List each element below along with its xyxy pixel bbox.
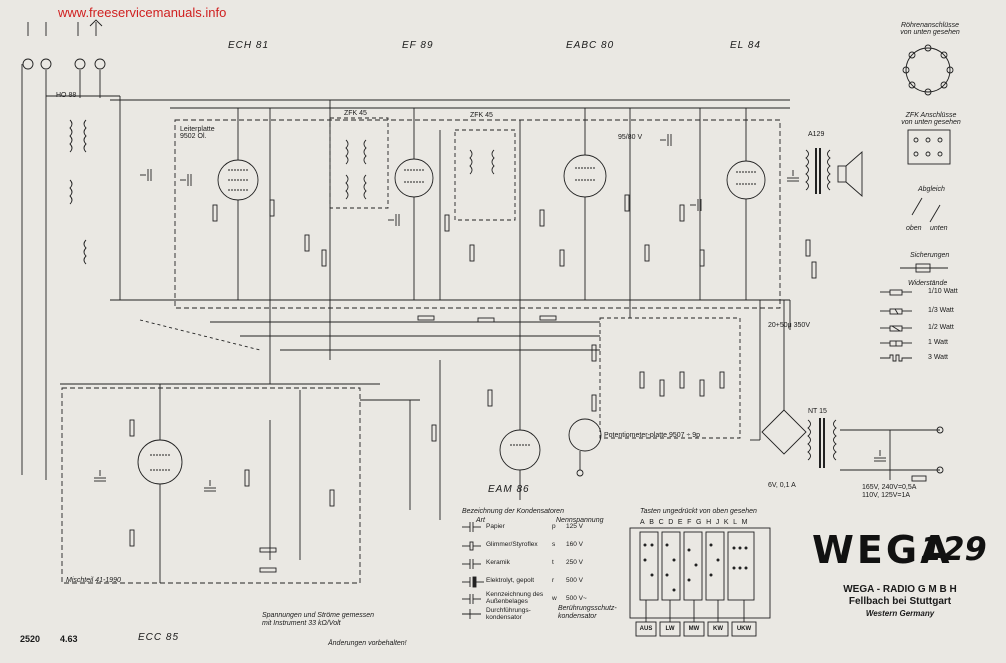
cap-volt: 500 V~ <box>566 595 587 602</box>
legend-resistor-title: Widerstände <box>908 280 948 287</box>
key-letter: M <box>741 519 753 526</box>
label-potplatte: Potentiometer-platte 9507 ÷ 9p <box>604 432 701 439</box>
key-letter: A <box>640 519 650 526</box>
legend-resistor-row: 1/2 Watt <box>928 324 954 331</box>
legend-cap-art: Art <box>476 517 485 524</box>
cap-volt: 500 V <box>566 577 583 584</box>
legend-fuse-title: Sicherungen <box>910 252 950 259</box>
label-fuse: 6V, 0,1 A <box>768 482 796 489</box>
measure-note-2: mit Instrument 33 kΩ/Volt <box>262 620 341 627</box>
label-speaker: A129 <box>808 131 825 138</box>
label-ho: HO 88 <box>56 92 77 99</box>
cap-type: Papier <box>486 523 505 530</box>
key-letter: E <box>677 519 688 526</box>
legend-keys-letters: ABCDEFGHJKLM <box>640 519 752 526</box>
cap-code: p <box>552 523 556 530</box>
changes-note: Änderungen vorbehalten! <box>328 640 407 647</box>
label-ratio: 95/80 V <box>618 134 643 141</box>
cap-type: Keramik <box>486 559 510 566</box>
model-number: 129 <box>920 530 987 568</box>
legend-cap-volts: 125 V 160 V 250 V 500 V 500 V~ <box>566 521 587 605</box>
legend-tuning-top: oben <box>906 225 922 232</box>
mischteil-label: Mischteil 41-1990 <box>66 577 121 584</box>
legend-zfk-title: ZFK Anschlüsse von unten gesehen <box>901 112 961 126</box>
cap-volt: 160 V <box>566 541 583 548</box>
cap-type: Kennzeichnung des Außenbelages <box>486 591 544 605</box>
key-letter: B <box>649 519 659 526</box>
cap-type: Elektrolyt, gepolt <box>486 577 535 584</box>
legend-cap-types: Papier Glimmer/Styroflex Keramik Elektro… <box>486 521 548 621</box>
legend-resistor-row: 1/3 Watt <box>928 307 954 314</box>
legend-cap-title: Bezeichnung der Kondensatoren <box>462 508 564 515</box>
cap-code: s <box>552 541 556 548</box>
doc-date: 4.63 <box>60 634 78 644</box>
key-aus: AUS <box>639 626 653 632</box>
maker-country: Western Germany <box>865 609 935 618</box>
key-letter: F <box>687 519 697 526</box>
key-kw: KW <box>713 626 723 632</box>
key-mw: MW <box>688 626 700 632</box>
legend-keys-title: Tasten ungedrückt von oben gesehen <box>640 508 757 515</box>
label-mains-trafo: NT 15 <box>808 408 827 415</box>
measure-note-1: Spannungen und Ströme gemessen <box>262 612 375 619</box>
legend-resistor-row: 1 Watt <box>928 339 948 346</box>
key-ukw: UKW <box>736 626 752 632</box>
watermark-link[interactable]: www.freeservicemanuals.info <box>58 5 227 20</box>
legend-socket-title: Röhrenanschlüsse von unten gesehen <box>900 22 960 36</box>
key-letter: D <box>668 519 678 526</box>
legend-cap-volt-header: Nennspannung <box>556 517 604 524</box>
cap-volt: 250 V <box>566 559 583 566</box>
key-letter: G <box>696 519 707 526</box>
legend-cap-codes: p s t r w <box>552 521 557 605</box>
cap-type: Glimmer/Styroflex <box>486 541 538 548</box>
key-letter: J <box>715 519 724 526</box>
tube-label-eam86: EAM 86 <box>488 484 530 495</box>
cap-volt: 125 V <box>566 523 583 530</box>
label-volt2: 165V, 240V=0,5A <box>862 484 917 491</box>
key-letter: L <box>733 519 742 526</box>
label-filter-cap: 20+50μ 350V <box>768 322 810 329</box>
label-zfk2: ZFK 45 <box>470 112 493 119</box>
key-letter: H <box>706 519 716 526</box>
label-volt1: 110V, 125V=1A <box>862 492 911 499</box>
tube-label-el84: EL 84 <box>730 40 761 51</box>
legend-resistor-row: 3 Watt <box>928 354 948 361</box>
label-zfk1: ZFK 45 <box>344 110 367 117</box>
maker-city: Fellbach bei Stuttgart <box>848 596 952 607</box>
cap-code: t <box>552 559 554 566</box>
legend-resistor-row: 1/10 Watt <box>928 288 958 295</box>
cap-type: Durchführungs-kondensator <box>486 607 531 621</box>
key-letter: K <box>723 519 734 526</box>
tube-label-ech81: ECH 81 <box>228 40 270 51</box>
key-lw: LW <box>665 626 675 632</box>
maker-block: WEGA - RADIO G M B H Fellbach bei Stuttg… <box>830 584 970 620</box>
cap-code: r <box>552 577 555 584</box>
key-letter: C <box>658 519 669 526</box>
label-leiterplatte: Leiterplatte 9502 Ol. <box>180 126 215 140</box>
cap-code: w <box>552 595 557 602</box>
maker-name: WEGA - RADIO G M B H <box>843 584 957 595</box>
brand-logo: WEGA <box>812 528 953 572</box>
legend-tuning-bottom: unten <box>930 225 948 232</box>
tube-label-ecc85: ECC 85 <box>138 632 180 643</box>
tube-label-eabc80: EABC 80 <box>566 40 615 51</box>
legend-tuning-title: Abgleich <box>918 186 945 193</box>
doc-number: 2520 <box>20 634 41 644</box>
tube-label-ef89: EF 89 <box>402 40 434 51</box>
cap-code-touchproof: Berührungsschutz-kondensator <box>558 605 617 620</box>
